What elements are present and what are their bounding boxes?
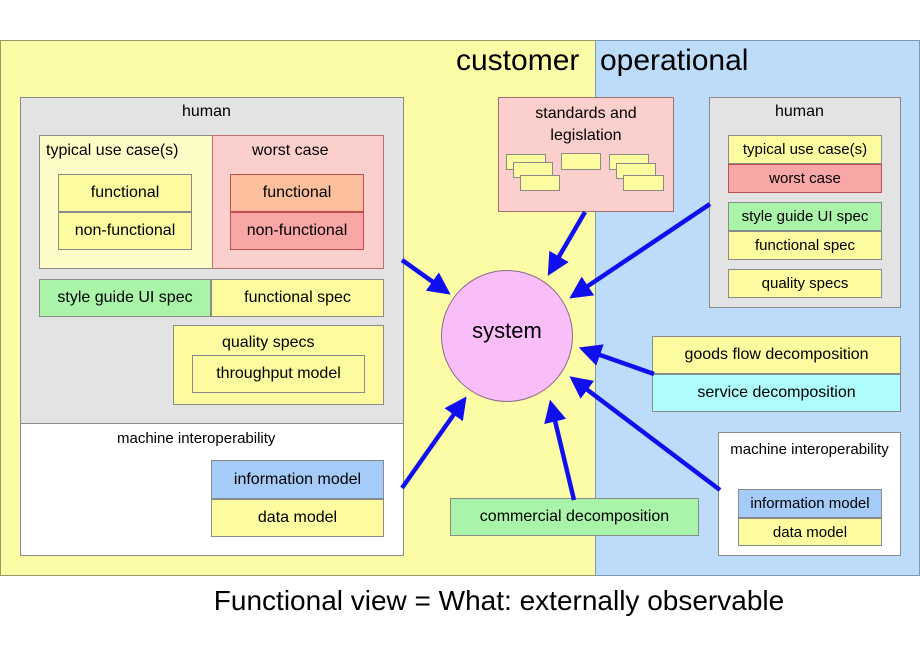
arrow-goods-service [578,344,655,377]
right-worst-case: worst case [728,164,882,193]
customer-label: customer [456,44,580,77]
arrow-commercial [544,399,577,501]
goods-flow-decomposition: goods flow decomposition [652,336,901,374]
right-human-title: human [775,103,824,120]
service-decomposition: service decomposition [652,374,901,412]
right-functional-spec: functional spec [728,231,882,260]
system-circle: system [441,270,573,402]
right-information-model: information model [738,489,882,518]
typical-functional: functional [58,174,192,212]
right-quality-specs: quality specs [728,269,882,298]
operational-label: operational [600,44,749,77]
left-human-title: human [182,103,231,120]
left-information-model: information model [211,460,384,499]
standards-doc-icon [561,153,601,170]
typical-use-case-title: typical use case(s) [46,142,179,159]
typical-non-functional: non-functional [58,212,192,250]
standards-doc-icon [623,175,664,191]
left-quality-specs-title: quality specs [222,334,315,351]
left-data-model: data model [211,499,384,537]
commercial-decomposition: commercial decomposition [450,498,699,536]
throughput-model: throughput model [192,355,365,393]
left-functional-spec: functional spec [211,279,384,317]
left-machine-title: machine interoperability [117,430,276,447]
caption: Functional view = What: externally obser… [213,585,785,616]
worst-non-functional: non-functional [230,212,364,250]
arrow-left-human [400,258,451,295]
system-label: system [472,318,542,343]
left-style-guide-ui-spec: style guide UI spec [39,279,211,317]
worst-case-title: worst case [252,142,329,159]
standards-legislation-title: standards and legislation [535,105,637,144]
right-data-model: data model [738,518,882,546]
worst-functional: functional [230,174,364,212]
right-typical-use-case: typical use case(s) [728,135,882,164]
arrow-right-human [569,202,712,299]
arrow-right-machine [569,376,722,492]
arrow-left-machine [400,396,467,490]
standards-doc-icon [520,175,560,191]
right-style-guide-ui-spec: style guide UI spec [728,202,882,231]
right-machine-title: machine interoperability [730,441,889,458]
arrow-standards [547,210,587,276]
